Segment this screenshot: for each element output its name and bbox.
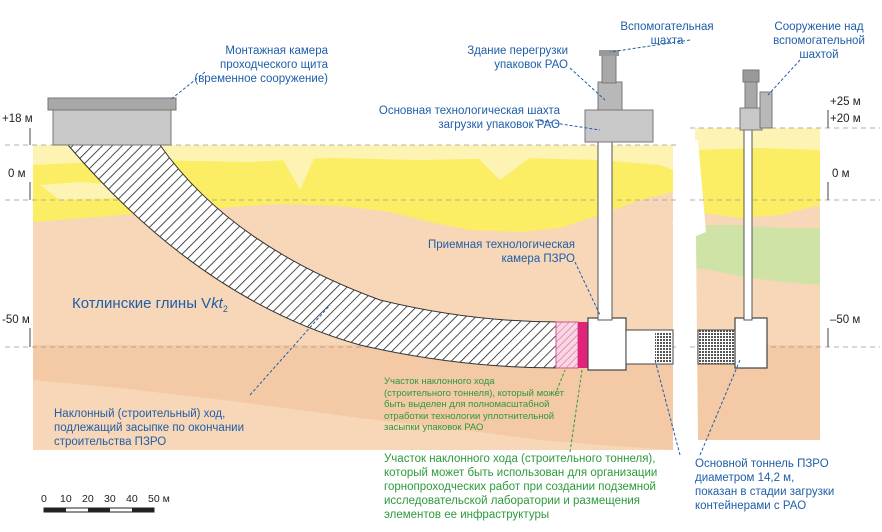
label-transfer-building: Здание перегрузки упаковок РАО <box>467 45 568 71</box>
aux-structure-side <box>759 91 773 129</box>
scale-tick-30: 30 <box>104 493 116 505</box>
yellow-sand-right <box>695 148 820 218</box>
elevation-left-minus50: -50 м <box>2 314 30 326</box>
label-receiving-chamber: Приемная технологическая камера ПЗРО <box>428 239 575 265</box>
leader-lines-green <box>554 369 583 453</box>
sand-lens <box>470 150 540 180</box>
aux-structure-cap <box>742 69 760 83</box>
scale-tick-40: 40 <box>126 493 138 505</box>
label-main-tunnel: Основной тоннель ПЗРО диаметром 14,2 м, … <box>695 458 835 512</box>
elevation-right-plus20: +20 м <box>830 113 861 125</box>
aux-structure-mast <box>744 81 758 109</box>
elevation-ticks <box>29 110 829 347</box>
aux-shaft-chamber <box>734 317 768 369</box>
elevation-left-plus18: +18 м <box>2 113 33 125</box>
label-aux-shaft-structure: Сооружение над вспомогательной шахтой <box>773 21 865 61</box>
scale-tick-10: 10 <box>60 493 72 505</box>
clay-deep-right <box>695 345 820 440</box>
transfer-building-mast <box>601 54 617 84</box>
container-stack <box>655 332 672 362</box>
left-section-block <box>5 50 690 450</box>
main-shaft <box>597 139 613 321</box>
label-section-lab: Участок наклонного хода (строительного т… <box>384 453 658 521</box>
mounting-chamber <box>52 107 172 146</box>
test-section-red <box>578 322 588 368</box>
transfer-building <box>584 109 654 143</box>
elevation-left-zero: 0 м <box>8 168 26 180</box>
elevation-right-minus50: –50 м <box>830 314 861 326</box>
leader-lines <box>169 39 801 456</box>
transfer-building-cap <box>599 50 619 56</box>
sand-lens <box>275 145 320 190</box>
mounting-chamber-roof <box>47 97 177 111</box>
test-section-pink <box>555 321 579 369</box>
break-edge <box>672 140 690 450</box>
scale-bar <box>43 507 155 513</box>
label-inclined-tunnel: Наклонный (строительный) ход, подлежащий… <box>54 408 245 448</box>
scale-tick-0: 0 <box>41 493 47 505</box>
aux-shaft <box>743 124 753 321</box>
elevation-right-zero: 0 м <box>832 168 850 180</box>
label-main-shaft: Основная технологическая шахта загрузки … <box>378 105 560 131</box>
elevation-right-plus25: +25 м <box>830 96 861 108</box>
scale-tick-20: 20 <box>82 493 94 505</box>
receiving-chamber <box>587 317 627 371</box>
break-edge-right <box>690 140 706 440</box>
yellow-sand-layer <box>33 158 673 232</box>
label-aux-shaft: Вспомогательная шахта <box>620 21 714 47</box>
right-section-block <box>690 69 880 440</box>
label-clay-layer: Котлинские глины Vkt2 <box>72 295 228 314</box>
transfer-building-tower <box>597 81 623 111</box>
green-layer-right <box>695 225 820 285</box>
scale-tick-50: 50 м <box>148 493 170 505</box>
aux-structure-base <box>739 107 763 131</box>
label-section-test: Участок наклонного хода (строительного т… <box>384 376 564 433</box>
clay-deep-layer <box>33 345 673 450</box>
label-mounting-chamber: Монтажная камера проходческого щита (вре… <box>194 45 328 85</box>
